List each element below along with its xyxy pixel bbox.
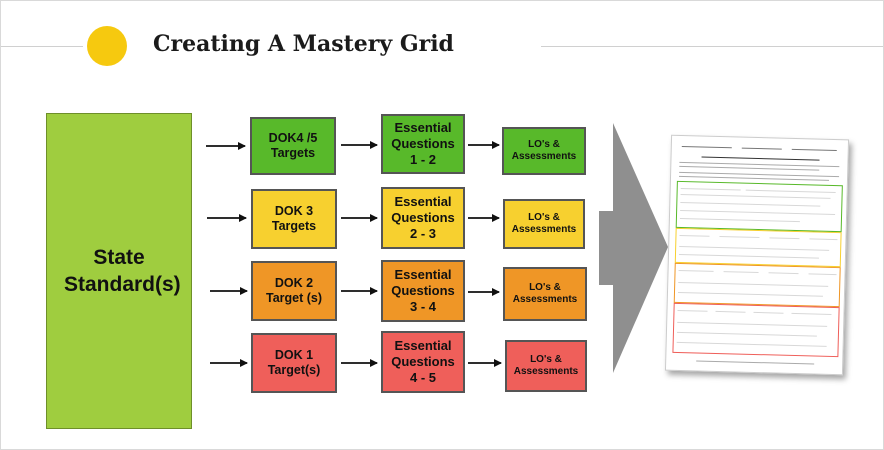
essential-questions-box: Essential Questions 2 - 3 — [381, 187, 465, 249]
essential-questions-label: Essential Questions 4 - 5 — [391, 338, 455, 385]
dok-targets-label: DOK 3 Targets — [271, 204, 317, 233]
state-standards-box: State Standard(s) — [46, 113, 192, 429]
state-standards-label: State Standard(s) — [64, 246, 181, 296]
lo-assessments-box: LO's & Assessments — [503, 267, 587, 321]
title-accent-dot — [87, 26, 127, 66]
dok-targets-label: DOK4 /5 Targets — [268, 131, 318, 160]
dok-targets-box: DOK 1 Target(s) — [251, 333, 337, 393]
essential-questions-label: Essential Questions 1 - 2 — [391, 120, 455, 167]
header-rule-left — [1, 46, 83, 47]
lo-assessments-label: LO's & Assessments — [513, 354, 579, 377]
dok-targets-box: DOK 2 Target (s) — [251, 261, 337, 321]
page-title: Creating A Mastery Grid — [153, 31, 454, 57]
big-gray-arrow — [599, 123, 668, 373]
dok-targets-label: DOK 1 Target(s) — [267, 348, 321, 377]
dok-targets-box: DOK4 /5 Targets — [250, 117, 336, 175]
essential-questions-box: Essential Questions 1 - 2 — [381, 114, 465, 174]
essential-questions-box: Essential Questions 4 - 5 — [381, 331, 465, 393]
lo-assessments-box: LO's & Assessments — [502, 127, 586, 175]
essential-questions-label: Essential Questions 2 - 3 — [391, 194, 455, 241]
header-rule-right — [541, 46, 883, 47]
essential-questions-label: Essential Questions 3 - 4 — [391, 267, 455, 314]
lo-assessments-label: LO's & Assessments — [512, 282, 578, 305]
lo-assessments-box: LO's & Assessments — [503, 199, 585, 249]
dok-targets-box: DOK 3 Targets — [251, 189, 337, 249]
dok-targets-label: DOK 2 Target (s) — [265, 276, 323, 305]
lo-assessments-box: LO's & Assessments — [505, 340, 587, 392]
essential-questions-box: Essential Questions 3 - 4 — [381, 260, 465, 322]
lo-assessments-label: LO's & Assessments — [511, 139, 577, 162]
mastery-grid-document-thumbnail — [664, 134, 850, 376]
lo-assessments-label: LO's & Assessments — [511, 212, 577, 235]
